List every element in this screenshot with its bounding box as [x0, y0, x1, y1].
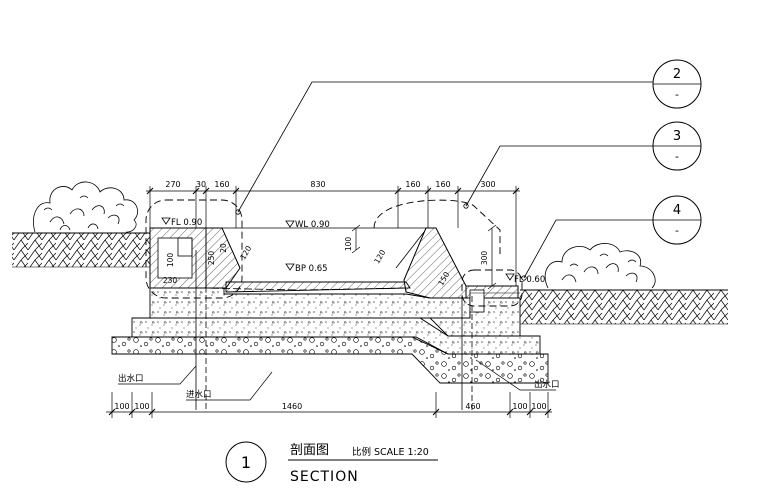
dim-160-b: 160 [405, 180, 420, 189]
concrete-base [131, 317, 541, 355]
dim-160-a: 160 [214, 180, 229, 189]
dim-830: 830 [310, 180, 325, 189]
top-dimension-chain [146, 186, 520, 286]
dim-100-left-wall: 100 [166, 253, 175, 268]
level-marker-wl: WL 0.90 [285, 220, 330, 230]
right-slope [395, 227, 467, 299]
dim-250-left-wall: 250 [207, 251, 216, 266]
bottom-dimension-chain [106, 392, 552, 418]
note-inlet: 进水口 [186, 389, 212, 400]
note-leaders [118, 359, 556, 401]
dim-300: 300 [480, 180, 495, 189]
title-number: 1 [241, 453, 251, 472]
callout-4-number: 4 [673, 203, 681, 218]
dim-bottom-100-d: 100 [531, 402, 546, 411]
shrub-left [33, 181, 138, 233]
title-chinese: 剖面图 [290, 443, 329, 458]
dim-bottom-100-a: 100 [114, 402, 129, 411]
callout-3-sheet: - [675, 150, 679, 163]
level-fl-left: FL 0.90 [171, 218, 202, 228]
dim-bottom-460: 460 [465, 402, 480, 411]
level-marker-bp: BP 0.65 [285, 263, 328, 274]
title-section: SECTION [290, 469, 359, 485]
structural-slab [149, 287, 521, 337]
level-marker-fl-right: FL 0.60 [505, 273, 545, 285]
callout-3: 3 - [652, 121, 702, 171]
callout-4-sheet: - [675, 224, 679, 237]
ground-right [520, 289, 728, 325]
callout-3-number: 3 [673, 129, 681, 144]
dim-bottom-100-c: 100 [512, 402, 527, 411]
vertical-dimensions [351, 224, 497, 290]
callout-2-sheet: - [675, 88, 679, 101]
dim-120-right: 120 [372, 248, 387, 265]
note-outlet-left: 出水口 [118, 373, 144, 384]
level-bp: BP 0.65 [295, 264, 328, 274]
level-wl: WL 0.90 [295, 220, 330, 230]
dim-230: 230 [163, 276, 178, 285]
level-fl-right: FL 0.60 [514, 275, 545, 285]
gravel-base [111, 336, 549, 384]
callout-4: 4 - [652, 195, 702, 245]
level-marker-fl-left: FL 0.90 [161, 217, 202, 228]
ground-left [12, 232, 150, 268]
title-block: 1 剖面图 比例 SCALE 1:20 SECTION [225, 441, 438, 485]
callout-2: 2 - [652, 59, 702, 109]
dim-bottom-1460: 1460 [282, 402, 302, 411]
dim-300-right: 300 [480, 251, 489, 266]
pond-floor [225, 281, 411, 293]
dim-160-c: 160 [435, 180, 450, 189]
dim-120-left: 120 [238, 244, 253, 261]
leader-lines [235, 81, 654, 281]
dim-20: 20 [219, 243, 228, 253]
dim-30: 30 [196, 180, 206, 189]
note-outlet-right: 出水口 [534, 379, 560, 390]
pipes [195, 250, 473, 410]
callout-2-number: 2 [673, 67, 681, 82]
dim-100-wl: 100 [344, 237, 353, 252]
shrub-right [544, 243, 656, 289]
left-wall [149, 227, 207, 289]
dim-bottom-100-b: 100 [134, 402, 149, 411]
dim-270: 270 [165, 180, 180, 189]
title-scale: 比例 SCALE 1:20 [352, 446, 429, 458]
